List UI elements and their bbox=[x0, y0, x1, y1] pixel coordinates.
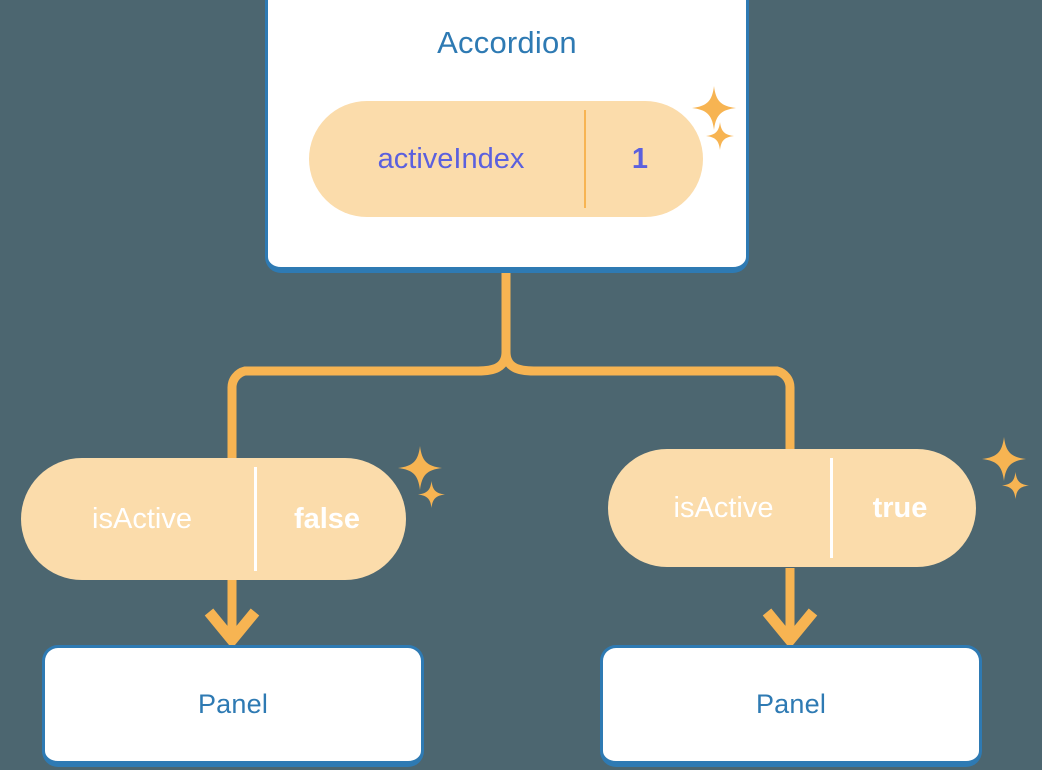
prop-pill-is-active-false-value: false bbox=[254, 467, 397, 571]
state-pill-active-index-key: activeIndex bbox=[377, 142, 525, 175]
prop-pill-is-active-true-value: true bbox=[830, 458, 967, 558]
state-pill-active-index[interactable]: activeIndex 1 bbox=[309, 101, 703, 217]
prop-pill-is-active-true-key: isActive bbox=[673, 491, 774, 524]
arrow-left-pill-to-panel bbox=[204, 578, 260, 649]
sparkle-right-large-icon bbox=[982, 437, 1026, 481]
prop-pill-is-active-false-key: isActive bbox=[92, 502, 192, 535]
panel-card-right-title: Panel bbox=[755, 689, 827, 719]
sparkle-right-small-icon bbox=[1002, 472, 1029, 499]
wire-to-right-pill bbox=[501, 351, 795, 452]
sparkle-left-small-icon bbox=[418, 481, 445, 508]
wire-to-left-pill bbox=[227, 351, 511, 462]
panel-card-left-title: Panel bbox=[197, 689, 269, 719]
state-pill-active-index-value: 1 bbox=[584, 110, 694, 208]
panel-card-left: Panel bbox=[42, 645, 424, 767]
prop-pill-is-active-false[interactable]: isActive false bbox=[21, 458, 406, 580]
sparkle-left-large-icon bbox=[398, 446, 442, 490]
arrow-right-pill-to-panel bbox=[762, 568, 818, 649]
prop-pill-is-active-true[interactable]: isActive true bbox=[608, 449, 976, 567]
panel-card-right: Panel bbox=[600, 645, 982, 767]
page-title: Accordion bbox=[437, 25, 577, 60]
